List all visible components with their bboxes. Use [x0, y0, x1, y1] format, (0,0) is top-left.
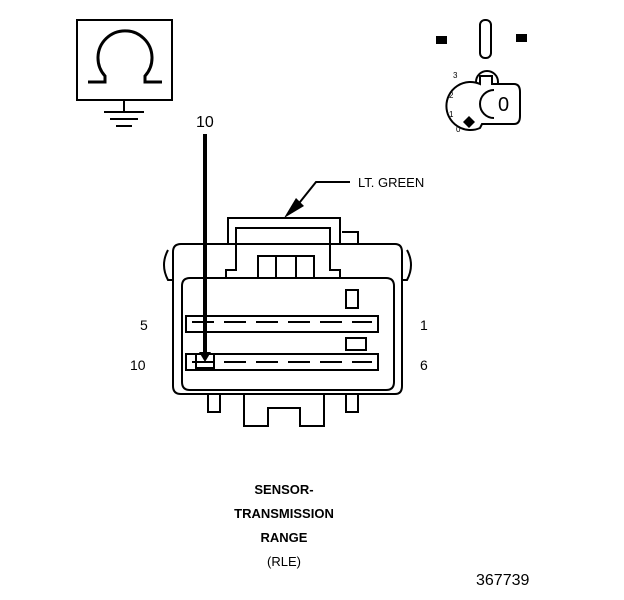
ignition-position-1: 1 [449, 110, 454, 119]
wire-color-label: LT. GREEN [358, 175, 425, 190]
figure-number: 367739 [476, 572, 530, 589]
pin-label-bottom-left: 10 [130, 357, 146, 373]
component-title-line2: TRANSMISSION [234, 506, 334, 521]
pin-label-top-right: 1 [420, 317, 428, 333]
component-title-line1: SENSOR- [254, 482, 314, 497]
pin-label-top-left: 5 [140, 317, 148, 333]
connector-bottom-tabs [207, 394, 359, 427]
cavity-rows [185, 289, 379, 371]
ignition-position-3: 3 [453, 71, 458, 80]
connector-body [163, 243, 412, 395]
probe-arrow [199, 134, 211, 362]
ohmmeter-icon [76, 19, 173, 127]
component-title-line3: RANGE [260, 530, 308, 545]
pin-label-bottom-right: 6 [420, 357, 428, 373]
connector-latch [225, 217, 359, 279]
ignition-position-2: 2 [449, 91, 454, 100]
probe-pin-label: 10 [196, 114, 214, 131]
ignition-switch-icon [436, 19, 527, 131]
ignition-key-label: 0 [498, 94, 510, 116]
wire-callout-leader [284, 181, 350, 218]
ignition-position-0: 0 [456, 125, 461, 134]
component-title-line4: (RLE) [267, 554, 301, 569]
